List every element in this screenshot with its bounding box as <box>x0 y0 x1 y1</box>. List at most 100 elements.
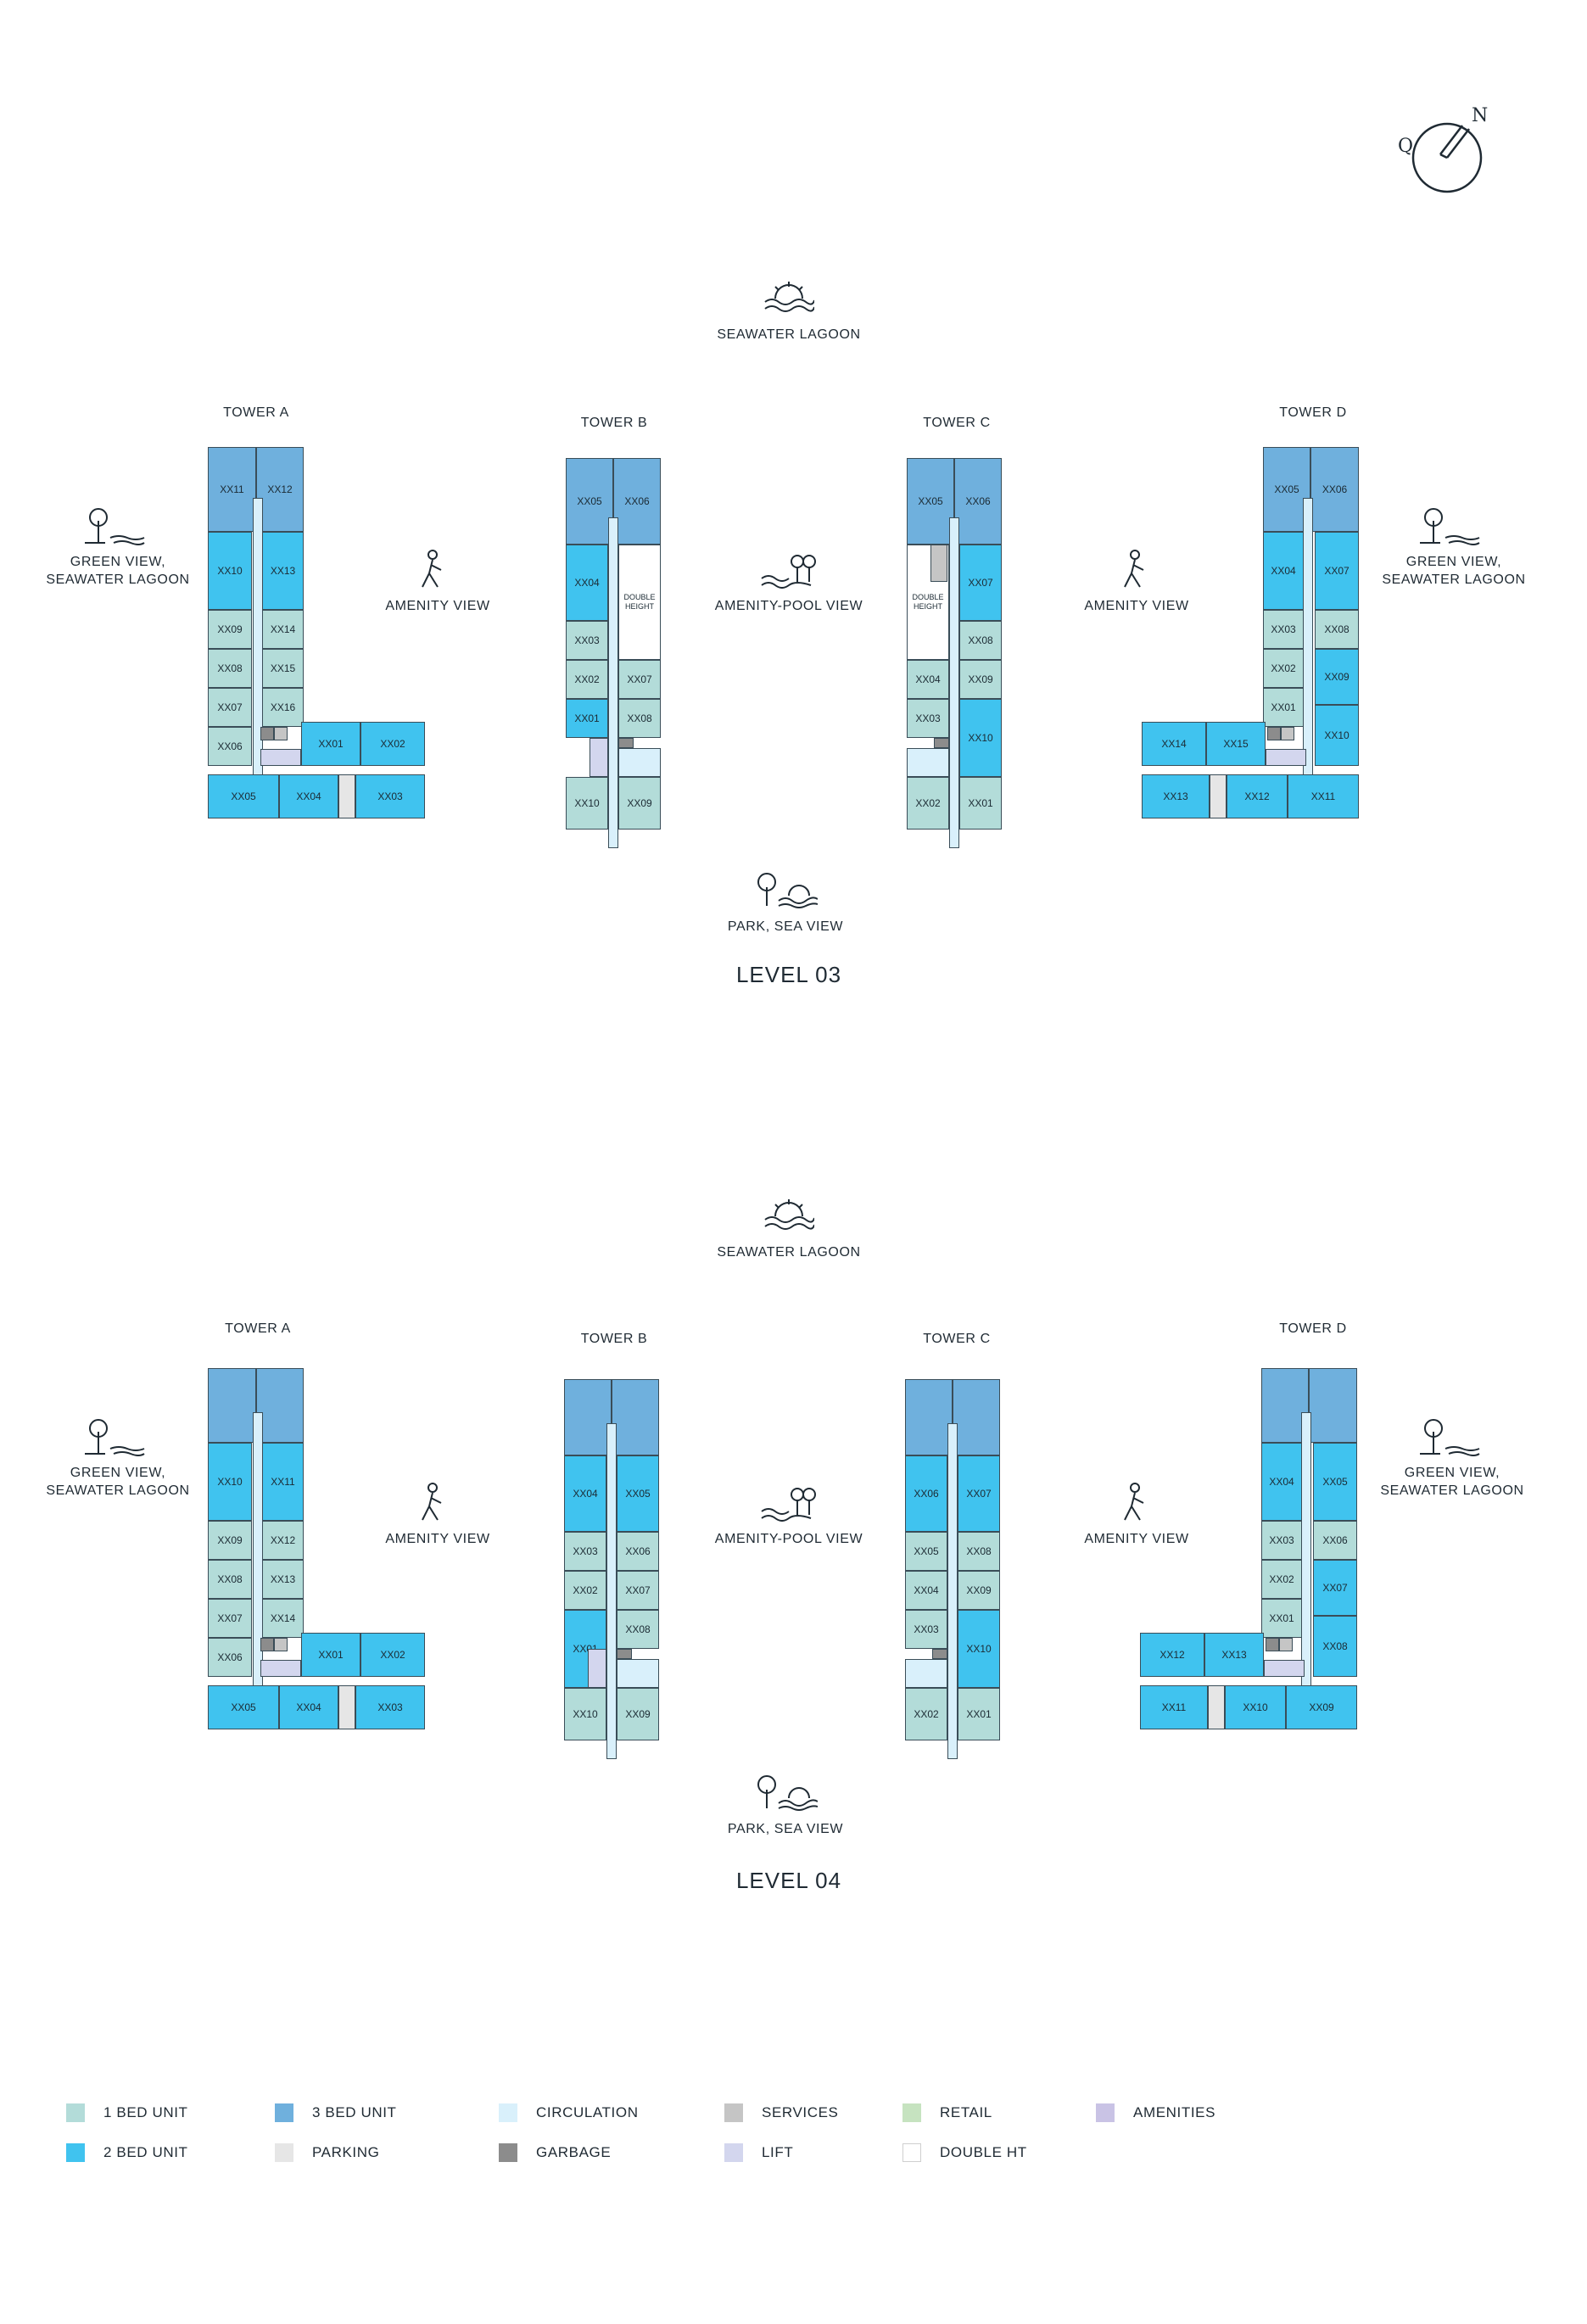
unit[interactable]: XX14 <box>262 1599 304 1638</box>
unit[interactable]: XX09 <box>1315 649 1359 705</box>
unit[interactable]: XX07 <box>1315 532 1359 610</box>
unit[interactable]: XX11 <box>1288 774 1359 818</box>
unit[interactable]: XX04 <box>1261 1443 1302 1521</box>
unit[interactable]: XX07 <box>958 1455 1000 1532</box>
unit[interactable] <box>256 1368 304 1443</box>
unit[interactable]: XX09 <box>618 777 661 830</box>
unit[interactable]: XX08 <box>1313 1616 1357 1677</box>
unit[interactable]: XX03 <box>564 1532 606 1571</box>
unit[interactable]: XX09 <box>1286 1685 1357 1729</box>
unit[interactable]: XX08 <box>208 1560 252 1599</box>
unit[interactable]: XX07 <box>959 545 1002 621</box>
unit[interactable]: XX11 <box>262 1443 304 1521</box>
unit[interactable] <box>208 1368 256 1443</box>
unit[interactable]: XX02 <box>564 1571 606 1610</box>
unit[interactable]: XX12 <box>262 1521 304 1560</box>
unit[interactable]: XX02 <box>566 660 608 699</box>
unit[interactable]: XX07 <box>618 660 661 699</box>
unit[interactable]: XX05 <box>905 1532 947 1571</box>
unit[interactable]: XX06 <box>1313 1521 1357 1560</box>
unit[interactable]: XX01 <box>959 777 1002 830</box>
unit[interactable]: XX09 <box>958 1571 1000 1610</box>
unit[interactable]: XX03 <box>1263 610 1304 649</box>
unit[interactable]: XX05 <box>617 1455 659 1532</box>
unit[interactable]: XX01 <box>301 722 360 766</box>
unit[interactable]: XX14 <box>1142 722 1206 766</box>
unit[interactable]: XX10 <box>959 699 1002 777</box>
unit[interactable] <box>612 1379 659 1455</box>
unit[interactable]: XX02 <box>1263 649 1304 688</box>
unit[interactable]: XX04 <box>566 545 608 621</box>
unit[interactable]: XX02 <box>1261 1560 1302 1599</box>
unit[interactable]: XX09 <box>208 610 252 649</box>
unit[interactable]: XX10 <box>1225 1685 1286 1729</box>
unit[interactable]: XX08 <box>959 621 1002 660</box>
unit[interactable]: XX10 <box>1315 705 1359 766</box>
unit[interactable]: XX03 <box>355 1685 425 1729</box>
unit[interactable]: XX10 <box>564 1688 606 1740</box>
unit[interactable]: XX04 <box>564 1455 606 1532</box>
unit[interactable]: XX04 <box>1263 532 1304 610</box>
unit[interactable]: XX08 <box>618 699 661 738</box>
unit[interactable]: XX03 <box>566 621 608 660</box>
unit[interactable]: XX14 <box>262 610 304 649</box>
unit[interactable]: XX10 <box>566 777 608 830</box>
unit[interactable]: XX16 <box>262 688 304 727</box>
unit[interactable]: XX08 <box>1315 610 1359 649</box>
unit[interactable]: XX12 <box>1140 1633 1204 1677</box>
unit[interactable]: XX10 <box>958 1610 1000 1688</box>
unit[interactable]: XX05 <box>208 1685 279 1729</box>
unit[interactable]: XX01 <box>1263 688 1304 727</box>
unit[interactable]: XX06 <box>617 1532 659 1571</box>
unit[interactable]: XX03 <box>1261 1521 1302 1560</box>
unit[interactable]: XX13 <box>1204 1633 1264 1677</box>
unit[interactable]: XX02 <box>907 777 949 830</box>
unit[interactable]: XX05 <box>1313 1443 1357 1521</box>
unit[interactable]: XX10 <box>208 532 252 610</box>
unit[interactable]: XX03 <box>905 1610 947 1649</box>
unit[interactable] <box>1309 1368 1357 1443</box>
unit[interactable]: XX01 <box>958 1688 1000 1740</box>
unit[interactable]: XX05 <box>1263 447 1310 532</box>
unit[interactable] <box>1261 1368 1309 1443</box>
unit[interactable] <box>564 1379 612 1455</box>
unit[interactable]: XX06 <box>905 1455 947 1532</box>
unit[interactable]: XX07 <box>617 1571 659 1610</box>
unit[interactable]: XX07 <box>1313 1560 1357 1616</box>
unit[interactable]: XX06 <box>613 458 661 545</box>
unit[interactable]: XX06 <box>954 458 1002 545</box>
unit[interactable] <box>953 1379 1000 1455</box>
unit[interactable]: XX15 <box>262 649 304 688</box>
unit[interactable]: XX04 <box>279 1685 338 1729</box>
unit[interactable]: XX11 <box>1140 1685 1208 1729</box>
unit[interactable]: XX01 <box>566 699 608 738</box>
unit[interactable]: XX01 <box>1261 1599 1302 1638</box>
unit[interactable]: XX02 <box>905 1688 947 1740</box>
unit[interactable]: XX06 <box>208 727 252 766</box>
unit[interactable]: XX12 <box>1227 774 1288 818</box>
unit[interactable]: XX09 <box>617 1688 659 1740</box>
unit[interactable]: XX04 <box>279 774 338 818</box>
unit[interactable]: XX04 <box>907 660 949 699</box>
unit[interactable]: XX05 <box>208 774 279 818</box>
unit[interactable]: XX05 <box>566 458 613 545</box>
unit[interactable]: XX12 <box>256 447 304 532</box>
unit[interactable]: XX02 <box>360 722 425 766</box>
unit[interactable]: XX02 <box>360 1633 425 1677</box>
unit[interactable]: XX15 <box>1206 722 1266 766</box>
unit[interactable]: XX13 <box>1142 774 1210 818</box>
unit[interactable]: XX07 <box>208 1599 252 1638</box>
unit[interactable]: XX06 <box>1310 447 1359 532</box>
unit[interactable]: XX08 <box>617 1610 659 1649</box>
unit[interactable]: XX13 <box>262 532 304 610</box>
unit[interactable]: XX06 <box>208 1638 252 1677</box>
unit[interactable]: XX09 <box>959 660 1002 699</box>
unit[interactable]: XX08 <box>958 1532 1000 1571</box>
unit[interactable]: XX09 <box>208 1521 252 1560</box>
unit[interactable]: XX03 <box>355 774 425 818</box>
unit[interactable]: XX04 <box>905 1571 947 1610</box>
unit[interactable] <box>905 1379 953 1455</box>
unit[interactable]: XX08 <box>208 649 252 688</box>
unit[interactable]: XX03 <box>907 699 949 738</box>
unit[interactable]: XX05 <box>907 458 954 545</box>
